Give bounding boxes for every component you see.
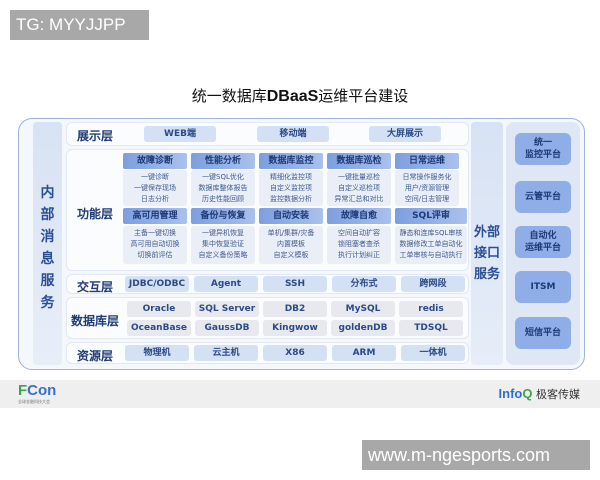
module-performance-items: 一键SQL优化数据库整体报告历史性能回顾 xyxy=(191,170,255,206)
resource-x86: X86 xyxy=(263,345,327,361)
db-sqlserver: SQL Server xyxy=(195,301,259,317)
footer-bar: FCon 全球金融科技大会 InfoQ 极客传媒 xyxy=(0,380,600,408)
function-layer: 功能层 故障诊断 一键诊断一键保存现场日志分析 性能分析 一键SQL优化数据库整… xyxy=(66,149,469,271)
platform-unified-monitor: 统一 监控平台 xyxy=(515,133,571,165)
module-db-inspection: 数据库巡检 xyxy=(327,153,391,169)
module-auto-install-items: 单机/集群/灾备内置模板自定义模板 xyxy=(259,226,323,264)
module-backup-restore-items: 一键异机恢复集中恢复验证自定义备份策略 xyxy=(191,226,255,264)
interaction-ssh: SSH xyxy=(263,276,327,292)
presentation-web: WEB端 xyxy=(144,126,216,142)
database-layer-label: 数据库层 xyxy=(70,314,119,328)
interaction-distributed: 分布式 xyxy=(332,276,396,292)
module-db-monitor: 数据库监控 xyxy=(259,153,323,169)
module-daily-ops: 日常运维 xyxy=(395,153,459,169)
interaction-cross-network: 跨网段 xyxy=(401,276,465,292)
presentation-layer-label: 展示层 xyxy=(76,129,113,143)
fcon-subtitle: 全球金融科技大会 xyxy=(18,399,50,404)
module-performance: 性能分析 xyxy=(191,153,255,169)
db-kingwow: Kingwow xyxy=(263,320,327,336)
module-ha-management: 高可用管理 xyxy=(123,208,187,224)
resource-layer: 资源层 物理机 云主机 X86 ARM 一体机 xyxy=(66,342,469,364)
db-gaussdb: GaussDB xyxy=(195,320,259,336)
fcon-logo: FCon xyxy=(18,382,57,399)
presentation-bigscreen: 大屏展示 xyxy=(369,126,441,142)
module-self-healing: 故障自愈 xyxy=(327,208,391,224)
module-self-healing-items: 空间自动扩容锁阻塞者查杀执行计划纠正 xyxy=(327,226,391,264)
title-suffix: 运维平台建设 xyxy=(318,87,409,105)
title-prefix: 统一数据库 xyxy=(191,87,267,105)
platform-automation-ops: 自动化 运维平台 xyxy=(515,226,571,258)
external-platforms: 统一 监控平台 云管平台 自动化 运维平台 ITSM 短信平台 xyxy=(506,122,580,365)
database-layer: 数据库层 Oracle SQL Server DB2 MySQL redis O… xyxy=(66,297,469,339)
db-oceanbase: OceanBase xyxy=(127,320,191,336)
db-oracle: Oracle xyxy=(127,301,191,317)
resource-physical: 物理机 xyxy=(125,345,189,361)
module-fault-diagnosis-items: 一键诊断一键保存现场日志分析 xyxy=(123,170,187,206)
resource-cloud-host: 云主机 xyxy=(194,345,258,361)
module-auto-install: 自动安装 xyxy=(259,208,323,224)
presentation-mobile: 移动端 xyxy=(257,126,329,142)
resource-arm: ARM xyxy=(332,345,396,361)
platform-sms: 短信平台 xyxy=(515,317,571,349)
watermark-top: TG: MYYJJPP xyxy=(10,10,149,40)
module-db-inspection-items: 一键批量巡检自定义巡检项异常汇总和对比 xyxy=(327,170,391,206)
presentation-layer: 展示层 WEB端 移动端 大屏展示 xyxy=(66,122,469,146)
resource-layer-label: 资源层 xyxy=(76,349,113,363)
resource-all-in-one: 一体机 xyxy=(401,345,465,361)
interaction-layer-label: 交互层 xyxy=(76,280,113,294)
external-interface-service: 外部 接口 服务 xyxy=(471,122,503,365)
module-db-monitor-items: 精细化监控项自定义监控项监控数据分析 xyxy=(259,170,323,206)
module-fault-diagnosis: 故障诊断 xyxy=(123,153,187,169)
platform-cloud-management: 云管平台 xyxy=(515,181,571,213)
db-redis: redis xyxy=(399,301,463,317)
module-daily-ops-items: 日常操作服务化用户/资源管理空间/日志管理 xyxy=(395,170,459,206)
platform-itsm: ITSM xyxy=(515,271,571,303)
db-mysql: MySQL xyxy=(331,301,395,317)
module-sql-review-items: 静态和连库SQL审核数据修改工单自动化工单审核与自动执行 xyxy=(395,226,467,264)
external-interface-service-label: 外部 接口 服务 xyxy=(473,225,500,282)
internal-message-service: 内 部 消 息 服 务 xyxy=(33,122,62,365)
db-tdsql: TDSQL xyxy=(399,320,463,336)
diagram-title: 统一数据库DBaaS运维平台建设 xyxy=(0,85,600,106)
watermark-bottom: www.m-ngesports.com xyxy=(362,440,590,470)
db-db2: DB2 xyxy=(263,301,327,317)
title-bold: DBaaS xyxy=(266,88,319,105)
function-layer-label: 功能层 xyxy=(76,207,113,221)
module-sql-review: SQL评审 xyxy=(395,208,467,224)
infoq-logo: InfoQ 极客传媒 xyxy=(498,386,580,401)
db-goldendb: goldenDB xyxy=(331,320,395,336)
internal-message-service-label: 内 部 消 息 服 务 xyxy=(40,185,55,311)
interaction-agent: Agent xyxy=(194,276,258,292)
module-ha-management-items: 主备一键切换高可用自动切换切换前评估 xyxy=(123,226,187,264)
interaction-jdbc: JDBC/ODBC xyxy=(125,276,189,292)
interaction-layer: 交互层 JDBC/ODBC Agent SSH 分布式 跨网段 xyxy=(66,274,469,294)
module-backup-restore: 备份与恢复 xyxy=(191,208,255,224)
